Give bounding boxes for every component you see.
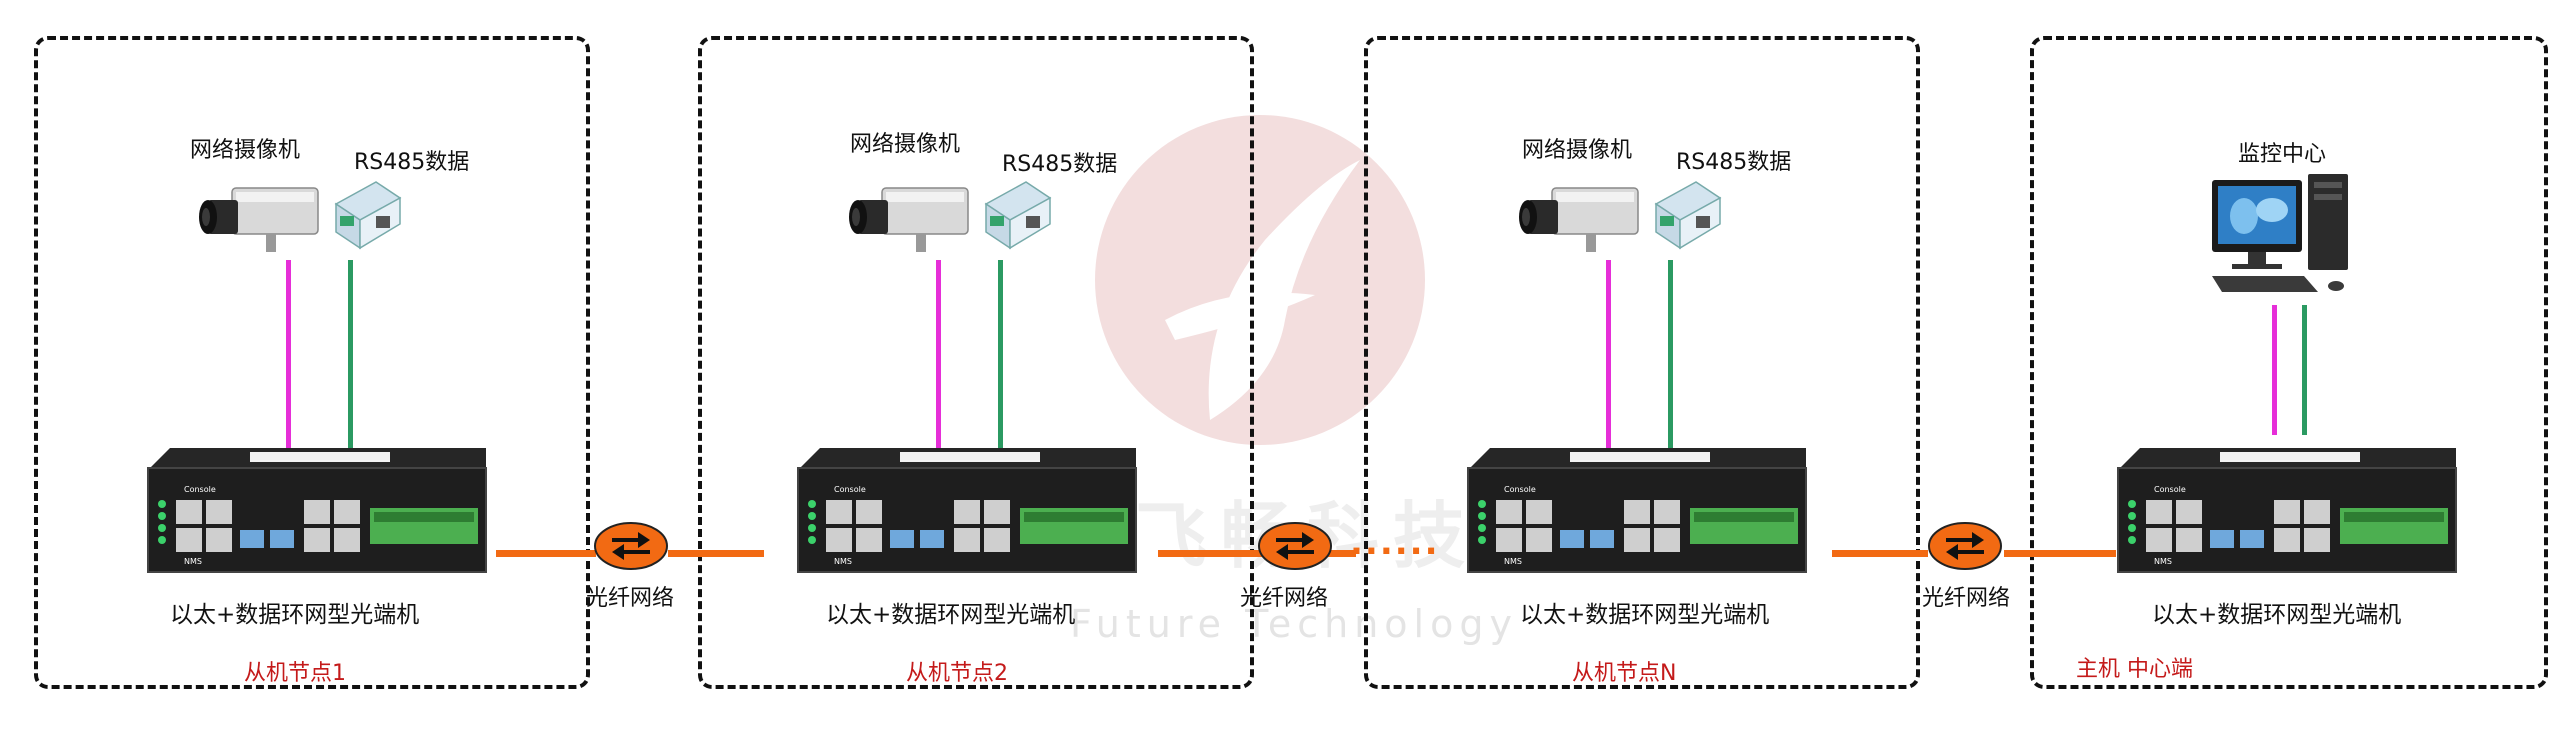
ring-optical-transceiver-icon: Console NMS bbox=[797, 448, 1137, 573]
svg-text:Console: Console bbox=[2154, 485, 2186, 494]
fiber-line-3a bbox=[1832, 550, 1928, 557]
data-line-center bbox=[2302, 305, 2307, 435]
ring-optical-transceiver-icon: Console NMS bbox=[1467, 448, 1807, 573]
camera-label-2: 网络摄像机 bbox=[850, 132, 961, 157]
node-box-center bbox=[2030, 36, 2548, 689]
ip-camera-icon bbox=[849, 187, 969, 252]
fiber-line-1b bbox=[668, 550, 764, 557]
node-caption-n: 从机节点N bbox=[1572, 661, 1677, 686]
rs485-converter-icon bbox=[984, 181, 1052, 250]
ip-camera-icon bbox=[199, 187, 319, 252]
fiber-network-label-1: 光纤网络 bbox=[586, 586, 675, 611]
monitoring-pc-icon bbox=[2212, 174, 2348, 292]
rs485-label-1: RS485数据 bbox=[354, 150, 470, 175]
rs485-label-n: RS485数据 bbox=[1676, 150, 1792, 175]
ellipsis-dots: ...... bbox=[1350, 523, 1440, 563]
fiber-line-1a bbox=[496, 550, 596, 557]
svg-text:NMS: NMS bbox=[834, 557, 852, 566]
svg-text:Console: Console bbox=[1504, 485, 1536, 494]
device-label-n: 以太+数据环网型光端机 bbox=[1520, 602, 1770, 628]
watermark-brand-en: Future Technology bbox=[1070, 602, 1518, 646]
device-label-1: 以太+数据环网型光端机 bbox=[170, 602, 420, 628]
fiber-line-3b bbox=[2004, 550, 2116, 557]
video-line-2 bbox=[936, 260, 941, 450]
video-line-n bbox=[1606, 260, 1611, 450]
node-box-1 bbox=[34, 36, 590, 689]
svg-text:NMS: NMS bbox=[2154, 557, 2172, 566]
camera-label-n: 网络摄像机 bbox=[1522, 138, 1633, 163]
rs485-converter-icon bbox=[334, 181, 402, 250]
rs485-label-2: RS485数据 bbox=[1002, 152, 1118, 177]
svg-text:NMS: NMS bbox=[184, 557, 202, 566]
camera-label-1: 网络摄像机 bbox=[190, 138, 301, 163]
fiber-router-icon bbox=[1258, 522, 1332, 570]
video-line-center bbox=[2272, 305, 2277, 435]
svg-text:Console: Console bbox=[834, 485, 866, 494]
video-line-1 bbox=[286, 260, 291, 450]
node-box-2 bbox=[698, 36, 1254, 689]
fiber-router-icon bbox=[1928, 522, 2002, 570]
ip-camera-icon bbox=[1519, 187, 1639, 252]
node-caption-2: 从机节点2 bbox=[906, 661, 1008, 686]
fiber-line-2a bbox=[1158, 550, 1262, 557]
fiber-network-label-2: 光纤网络 bbox=[1240, 586, 1329, 611]
device-label-center: 以太+数据环网型光端机 bbox=[2152, 602, 2402, 628]
device-label-2: 以太+数据环网型光端机 bbox=[826, 602, 1076, 628]
data-line-1 bbox=[348, 260, 353, 450]
node-caption-1: 从机节点1 bbox=[244, 661, 346, 686]
ring-optical-transceiver-icon: Console NMS bbox=[147, 448, 487, 573]
data-line-n bbox=[1668, 260, 1673, 450]
ring-optical-transceiver-icon: Console NMS bbox=[2117, 448, 2457, 573]
data-line-2 bbox=[998, 260, 1003, 450]
rs485-converter-icon bbox=[1654, 181, 1722, 250]
node-caption-center: 主机 中心端 bbox=[2076, 657, 2193, 682]
node-box-n bbox=[1364, 36, 1920, 689]
svg-text:Console: Console bbox=[184, 485, 216, 494]
monitor-center-label: 监控中心 bbox=[2238, 142, 2327, 167]
fiber-router-icon bbox=[594, 522, 668, 570]
fiber-network-label-3: 光纤网络 bbox=[1922, 586, 2011, 611]
fiber-line-2b bbox=[1328, 550, 1356, 557]
svg-text:NMS: NMS bbox=[1504, 557, 1522, 566]
